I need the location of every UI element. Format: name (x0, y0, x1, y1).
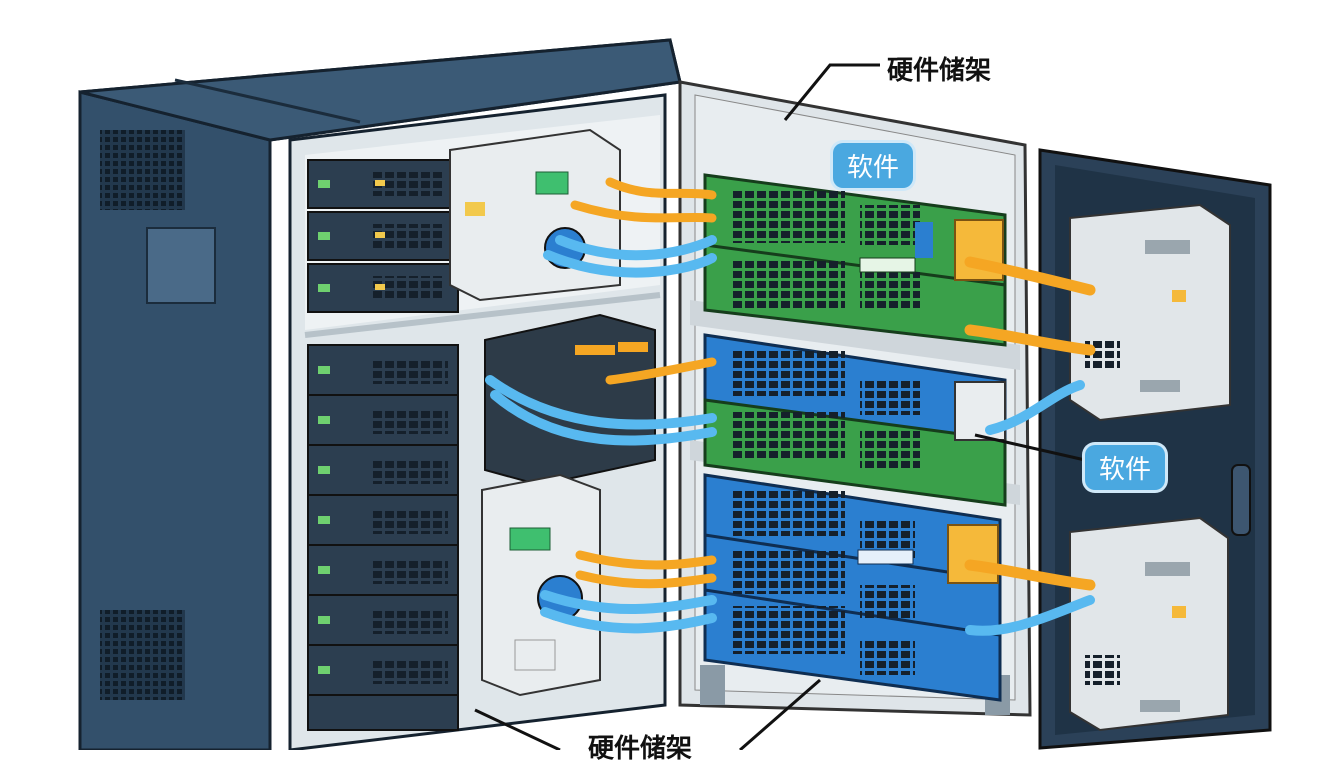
cable-icon (485, 177, 1096, 636)
server-rack-icon (307, 159, 459, 313)
left-server-stack (307, 159, 459, 731)
server-rack-icon (1069, 203, 1231, 422)
door-handle (1231, 464, 1251, 536)
label-software-right: 软件 (1085, 445, 1166, 490)
power-supply-icon (449, 128, 621, 302)
power-supply-icon (481, 473, 601, 697)
switch-icon (703, 473, 1002, 702)
server-rack-icon (1069, 516, 1229, 732)
label-hardware-rack-top: 硬件储架 (887, 56, 992, 86)
label-hardware-rack-bottom: 硬件储架 (588, 734, 693, 764)
leader-lines (474, 63, 1086, 750)
server-rack-icon (307, 344, 459, 731)
label-software-top: 软件 (833, 143, 914, 188)
vent-grille-top (100, 130, 185, 210)
outer-door (1038, 148, 1272, 750)
cabinet-panel-window (146, 227, 216, 304)
device-box-dark (484, 313, 656, 487)
switch-icon (703, 173, 1007, 347)
vent-grille-bottom (100, 610, 185, 700)
